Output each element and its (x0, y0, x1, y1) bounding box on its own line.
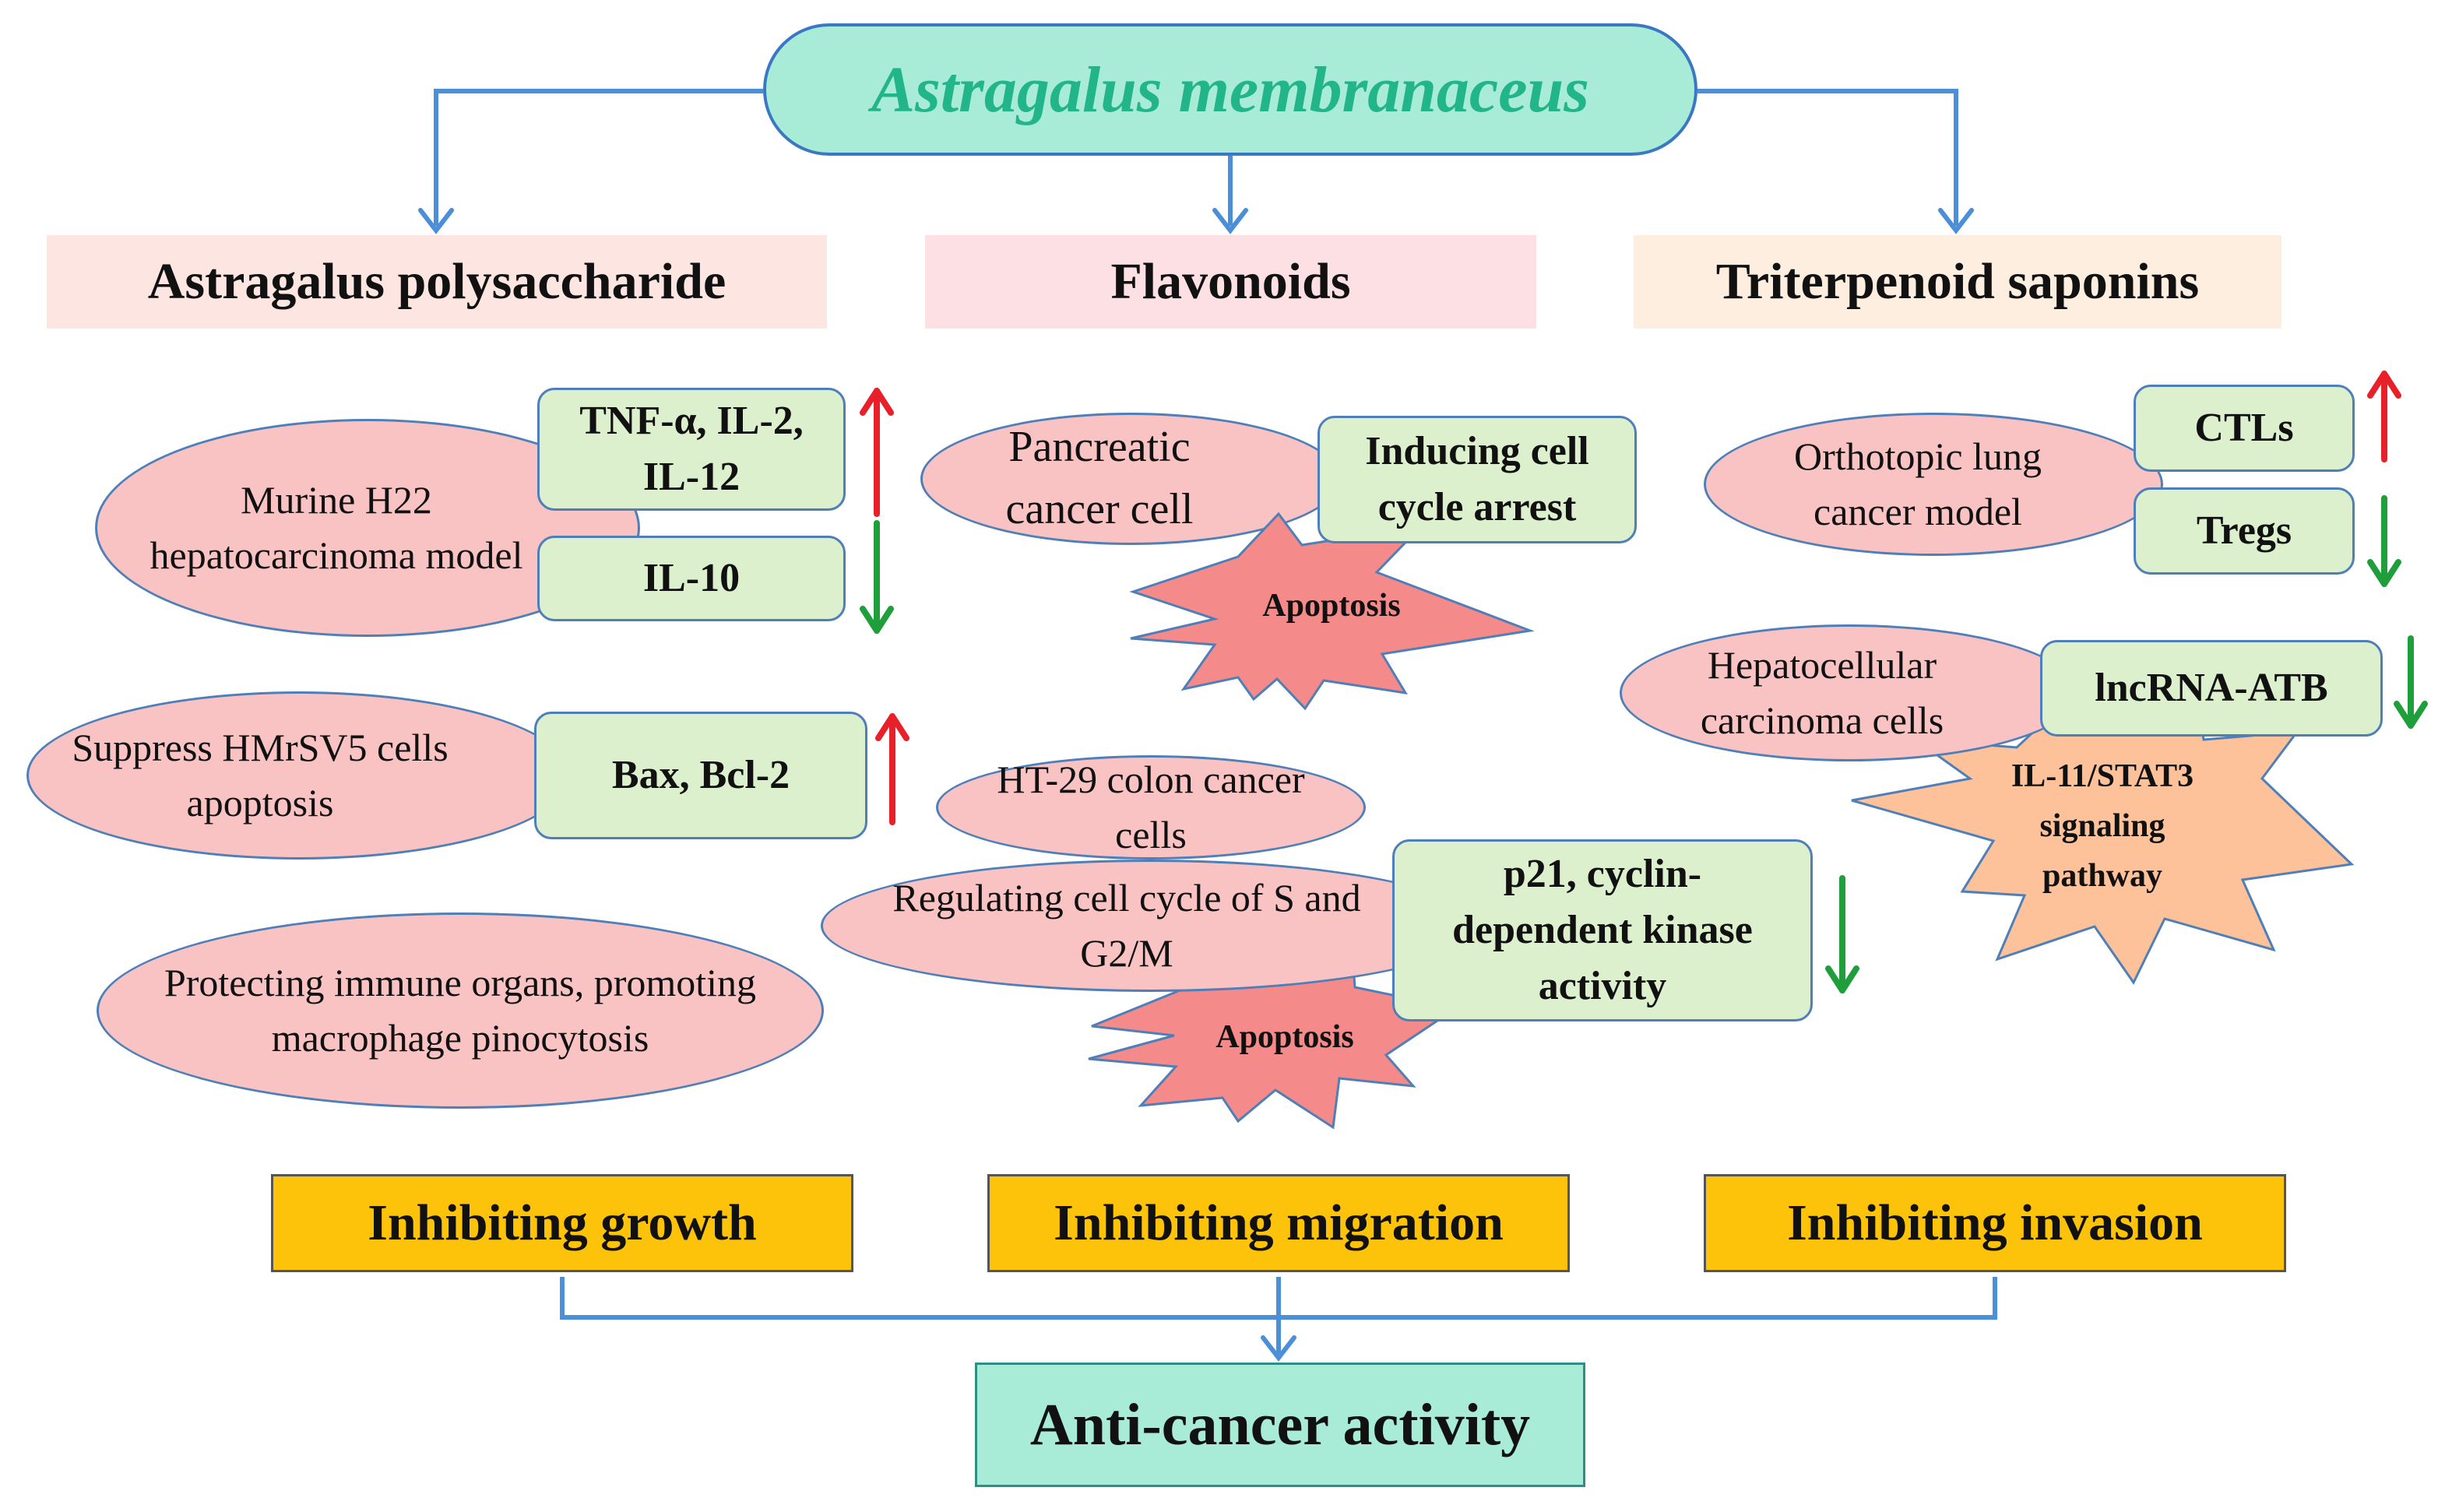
ellipse-immune-organs: Protecting immune organs, promoting macr… (97, 912, 824, 1109)
p21-text: p21, cyclin-dependent kinase activity (1452, 852, 1753, 1008)
tregs-text: Tregs (2196, 508, 2292, 554)
box-tregs: Tregs (2134, 487, 2355, 575)
hmrsv5-text: Suppress HMrSV5 cells apoptosis (72, 726, 449, 825)
hcc-text: Hepatocellular carcinoma cells (1700, 643, 1944, 742)
ellipse-pancreatic: Pancreatic cancer cell (920, 413, 1341, 545)
ht29-text: HT-29 colon cancer cells (997, 758, 1305, 856)
box-cycle-arrest: Inducing cell cycle arrest (1318, 416, 1637, 543)
bax-bcl2-text: Bax, Bcl-2 (611, 753, 790, 798)
box-tnf-il2-il12: TNF-α, IL-2, IL-12 (537, 388, 846, 511)
box-ctls: CTLs (2134, 385, 2355, 472)
outcome-inhibiting-migration: Inhibiting migration (987, 1174, 1570, 1272)
apoptosis-2-label: Apoptosis (1215, 1018, 1354, 1055)
tnf-il2-il12-text: TNF-α, IL-2, IL-12 (579, 399, 804, 499)
h22-model-text: Murine H22 hepatocarcinoma model (150, 478, 523, 577)
connector-to-saponins (1697, 89, 1958, 226)
connector-to-polysaccharide (434, 89, 763, 226)
category-astragalus-polysaccharide: Astragalus polysaccharide (47, 235, 827, 329)
final-anti-cancer-activity: Anti-cancer activity (975, 1363, 1585, 1487)
il11-line1: IL-11/STAT3 (2011, 758, 2194, 794)
box-p21: p21, cyclin-dependent kinase activity (1392, 839, 1813, 1021)
regulating-text: Regulating cell cycle of S and G2/M (892, 876, 1361, 975)
ellipse-ht29: HT-29 colon cancer cells (936, 755, 1366, 860)
category-flavonoids: Flavonoids (925, 235, 1536, 329)
outcome-inhibiting-invasion: Inhibiting invasion (1704, 1174, 2286, 1272)
category-triterpenoid-saponins: Triterpenoid saponins (1634, 235, 2281, 329)
ellipse-regulating: Regulating cell cycle of S and G2/M (821, 860, 1479, 992)
il11-line2: signaling (2039, 807, 2165, 844)
box-il10: IL-10 (537, 536, 846, 621)
outcome-inhibiting-growth: Inhibiting growth (271, 1174, 853, 1272)
lncrna-atb-text: lncRNA-ATB (2095, 666, 2328, 711)
ellipse-hmrsv5: Suppress HMrSV5 cells apoptosis (26, 691, 572, 860)
immune-organs-text: Protecting immune organs, promoting macr… (164, 961, 757, 1060)
pancreatic-text: Pancreatic cancer cell (1005, 423, 1194, 533)
il11-line3: pathway (2042, 857, 2163, 894)
ctls-text: CTLs (2194, 406, 2294, 451)
apoptosis-1-label: Apoptosis (1262, 587, 1401, 624)
title-astragalus-membranaceus: Astragalus membranaceus (763, 23, 1697, 156)
box-bax-bcl2: Bax, Bcl-2 (534, 712, 867, 839)
il10-text: IL-10 (642, 556, 741, 601)
cycle-arrest-text: Inducing cell cycle arrest (1365, 429, 1589, 529)
ellipse-hcc: Hepatocellular carcinoma cells (1620, 624, 2079, 761)
lung-model-text: Orthotopic lung cancer model (1793, 434, 2042, 533)
ellipse-lung-model: Orthotopic lung cancer model (1704, 413, 2163, 556)
box-lncrna-atb: lncRNA-ATB (2040, 640, 2383, 737)
